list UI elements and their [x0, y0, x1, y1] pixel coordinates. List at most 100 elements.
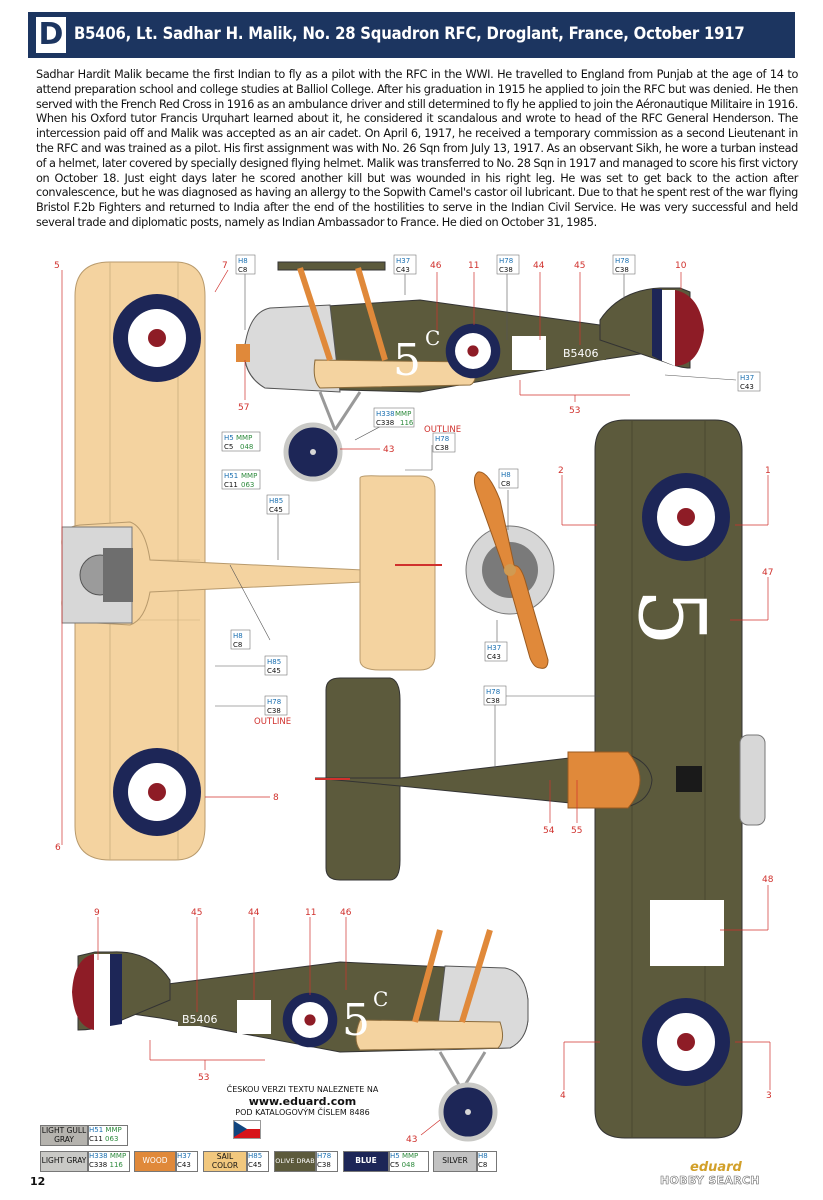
- callout-num: 5: [54, 261, 60, 271]
- svg-text:C8: C8: [238, 266, 247, 274]
- callout-num: 8: [273, 793, 279, 803]
- svg-text:C43: C43: [740, 383, 754, 391]
- legend-swatch-olive-drab: OLIVE DRAB: [274, 1151, 316, 1172]
- callout-num: 11: [468, 261, 479, 271]
- callout-num: 6: [55, 843, 61, 853]
- callout-num: 46: [430, 261, 442, 271]
- czech-flag-icon: [233, 1120, 261, 1139]
- svg-text:C45: C45: [269, 506, 283, 514]
- callout-num: 46: [340, 908, 352, 918]
- svg-text:H5: H5: [224, 434, 234, 442]
- czech-version-note: ČESKOU VERZI TEXTU NALEZNETE NA www.edua…: [195, 1085, 410, 1118]
- svg-text:C11: C11: [224, 481, 238, 489]
- svg-text:063: 063: [241, 481, 254, 489]
- callout-num: 45: [574, 261, 585, 271]
- svg-text:MMP: MMP: [236, 434, 252, 442]
- svg-text:H338: H338: [376, 410, 395, 418]
- svg-text:C43: C43: [487, 653, 501, 661]
- svg-text:H37: H37: [487, 644, 501, 652]
- callout-num: 57: [238, 403, 249, 413]
- svg-text:H78: H78: [499, 257, 513, 265]
- svg-text:C43: C43: [396, 266, 410, 274]
- outline-label: OUTLINE: [424, 425, 461, 435]
- roundel-lower-2: [642, 998, 730, 1086]
- svg-text:MMP: MMP: [395, 410, 411, 418]
- legend-swatch-silver: SILVER: [433, 1151, 477, 1172]
- svg-text:C38: C38: [435, 444, 449, 452]
- pilot-biography: Sadhar Hardit Malik became the first Ind…: [36, 68, 798, 229]
- svg-text:H37: H37: [396, 257, 410, 265]
- svg-text:C38: C38: [499, 266, 513, 274]
- legend-code-light-gull-gray: H51 MMP C11 063: [88, 1125, 128, 1146]
- czech-note-line2: POD KATALOGOVÝM ČÍSLEM 8486: [235, 1108, 370, 1117]
- svg-text:H8: H8: [233, 632, 243, 640]
- top-view-fuselage: [61, 475, 442, 671]
- callout-lines: [61, 269, 771, 1136]
- svg-text:C8: C8: [233, 641, 242, 649]
- callout-numbers: 5 7 46 11 45 10 57 53 43 1 2 47 8 6 54 5…: [54, 261, 774, 1145]
- svg-text:H78: H78: [615, 257, 629, 265]
- svg-text:116: 116: [400, 419, 414, 427]
- svg-text:C8: C8: [501, 480, 510, 488]
- eduard-logo: eduard: [690, 1160, 742, 1175]
- callout-num: 9: [94, 908, 100, 918]
- roundel-upper-left: [113, 294, 201, 382]
- page-number: 12: [30, 1175, 46, 1188]
- callout-num: 4: [560, 1091, 566, 1101]
- svg-text:H8: H8: [501, 471, 511, 479]
- hobby-search-watermark: HOBBY SEARCH: [660, 1174, 760, 1188]
- fuselage-code-sup-top: C: [425, 326, 440, 350]
- front-view: [465, 471, 555, 669]
- svg-text:H8: H8: [238, 257, 248, 265]
- callout-num: 3: [766, 1091, 772, 1101]
- side-profile-bottom: 5 C B5406: [72, 929, 529, 1142]
- page-title: B5406, Lt. Sadhar H. Malik, No. 28 Squad…: [74, 24, 745, 43]
- side-profile-top: 5 C B5406: [236, 261, 704, 482]
- legend-swatch-blue: BLUE: [343, 1151, 389, 1172]
- svg-text:H85: H85: [267, 658, 281, 666]
- svg-text:H78: H78: [486, 688, 500, 696]
- legend-swatch-sail-color: SAIL COLOR: [203, 1151, 247, 1172]
- header-bar: [28, 12, 795, 58]
- bottom-view-lower-wing: 5: [314, 419, 766, 1139]
- svg-text:H85: H85: [269, 497, 283, 505]
- callout-num: 10: [675, 261, 687, 271]
- callout-num: 44: [248, 908, 260, 918]
- fuselage-code-bottom: 5: [342, 995, 370, 1046]
- serial-bottom: B5406: [182, 1013, 218, 1026]
- svg-text:C45: C45: [267, 667, 281, 675]
- legend-swatch-light-gray: LIGHT GRAY: [40, 1151, 88, 1172]
- callout-num: 53: [569, 406, 580, 416]
- legend-swatch-wood: WOOD: [134, 1151, 176, 1172]
- profile-letter: D: [36, 17, 66, 53]
- eduard-url[interactable]: www.eduard.com: [248, 1095, 357, 1108]
- czech-note-line1: ČESKOU VERZI TEXTU NALEZNETE NA: [226, 1085, 379, 1094]
- callout-num: 45: [191, 908, 202, 918]
- fuselage-code-sup-bottom: C: [373, 987, 388, 1011]
- fuselage-code-top: 5: [393, 335, 421, 386]
- callout-num: 55: [571, 826, 582, 836]
- callout-num: 54: [543, 826, 555, 836]
- svg-text:H78: H78: [435, 435, 449, 443]
- svg-text:C38: C38: [615, 266, 629, 274]
